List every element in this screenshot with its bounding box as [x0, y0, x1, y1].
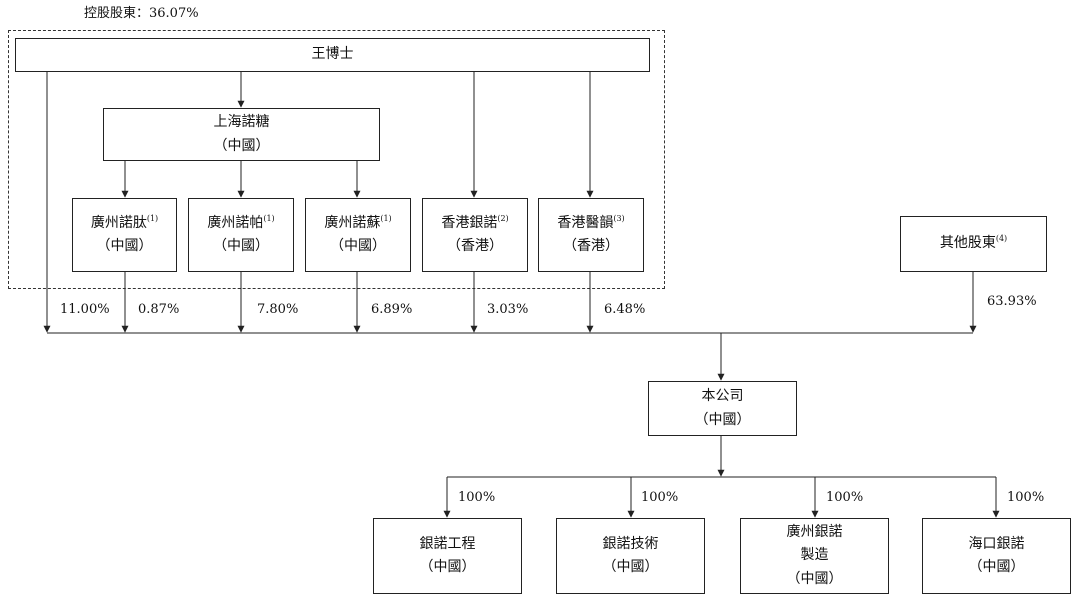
other-shareholders-name: 其他股東: [939, 235, 996, 252]
yinnuo-engineering-place: （中國）: [419, 559, 476, 575]
hk-yiyun-percent: 6.48%: [604, 302, 646, 317]
guangzhou-yinnuo-mfg-line2: 製造: [800, 547, 829, 564]
guangzhou-nuopa-percent: 7.80%: [257, 302, 299, 317]
guangzhou-yinnuo-mfg-line1: 廣州銀諾: [786, 524, 843, 541]
footnote-ref: (1): [263, 213, 275, 223]
haikou-yinnuo-name: 海口銀諾: [968, 535, 1025, 552]
hk-yinnuo-name: 香港銀諾: [441, 214, 498, 231]
dr-wang-box: 王博士: [15, 38, 650, 72]
guangzhou-nuopa-name: 廣州諾帕: [207, 214, 264, 231]
company-name: 本公司: [701, 388, 744, 405]
shanghai-nuotang-box: 上海諾糖 （中國）: [103, 108, 380, 161]
dr-wang-direct-percent: 11.00%: [60, 302, 110, 317]
guangzhou-nuotai-box: 廣州諾肽(1) （中國）: [72, 198, 177, 272]
company-box: 本公司 （中國）: [648, 381, 797, 436]
footnote-ref: (1): [146, 213, 159, 223]
footnote-ref: (1): [380, 213, 392, 223]
haikou-yinnuo-place: （中國）: [968, 559, 1025, 575]
guangzhou-nuosu-name: 廣州諾蘇: [324, 214, 381, 231]
hk-yinnuo-percent: 3.03%: [487, 302, 529, 317]
yinnuo-tech-name: 銀諾技術: [602, 535, 659, 552]
guangzhou-yinnuo-mfg-percent: 100%: [826, 490, 864, 505]
yinnuo-tech-box: 銀諾技術 （中國）: [556, 518, 705, 594]
controlling-shareholders-group: [8, 30, 665, 289]
guangzhou-nuosu-box: 廣州諾蘇(1) （中國）: [305, 198, 411, 272]
guangzhou-yinnuo-mfg-place: （中國）: [786, 570, 843, 587]
guangzhou-yinnuo-mfg-box: 廣州銀諾 製造 （中國）: [740, 518, 889, 594]
footnote-ref: (3): [613, 213, 625, 223]
yinnuo-engineering-percent: 100%: [458, 490, 496, 505]
footnote-ref: (4): [995, 234, 1008, 244]
dr-wang-name: 王博士: [311, 46, 354, 63]
haikou-yinnuo-percent: 100%: [1007, 490, 1045, 505]
guangzhou-nuosu-percent: 6.89%: [371, 302, 413, 317]
shanghai-nuotang-name: 上海諾糖: [213, 114, 270, 131]
guangzhou-nuosu-place: （中國）: [330, 238, 386, 254]
yinnuo-tech-place: （中國）: [602, 559, 659, 575]
controlling-shareholders-label: 控股股東：36.07%: [84, 6, 199, 21]
footnote-ref: (2): [497, 213, 509, 223]
yinnuo-engineering-box: 銀諾工程 （中國）: [373, 518, 522, 594]
guangzhou-nuotai-percent: 0.87%: [138, 302, 180, 317]
hk-yinnuo-place: （香港）: [447, 238, 503, 254]
hk-yiyun-name: 香港醫韻: [557, 214, 614, 231]
yinnuo-tech-percent: 100%: [641, 490, 679, 505]
other-shareholders-percent: 63.93%: [987, 294, 1037, 309]
guangzhou-nuopa-place: （中國）: [213, 238, 269, 254]
company-place: （中國）: [694, 411, 751, 428]
shanghai-nuotang-place: （中國）: [213, 137, 270, 154]
guangzhou-nuotai-place: （中國）: [96, 238, 153, 254]
hk-yiyun-box: 香港醫韻(3) （香港）: [538, 198, 644, 272]
guangzhou-nuopa-box: 廣州諾帕(1) （中國）: [188, 198, 294, 272]
guangzhou-nuotai-name: 廣州諾肽: [90, 214, 147, 231]
hk-yiyun-place: （香港）: [563, 238, 619, 254]
haikou-yinnuo-box: 海口銀諾 （中國）: [922, 518, 1071, 594]
hk-yinnuo-box: 香港銀諾(2) （香港）: [422, 198, 528, 272]
other-shareholders-box: 其他股東(4): [900, 216, 1047, 272]
yinnuo-engineering-name: 銀諾工程: [419, 535, 476, 552]
